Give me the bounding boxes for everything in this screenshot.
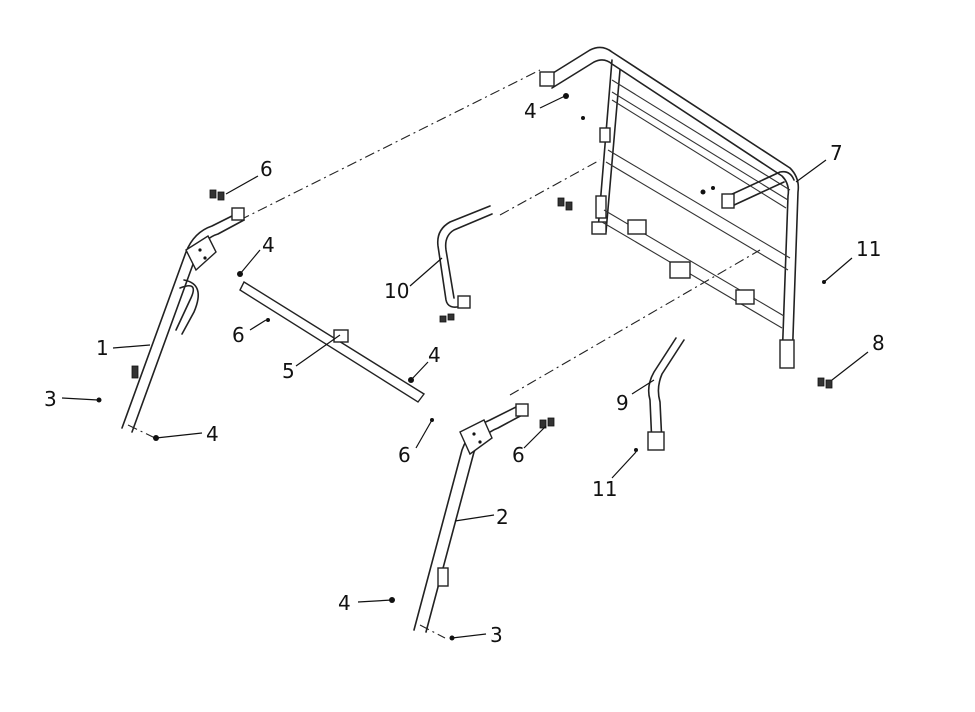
callout-labels: 1 2 3 3 4 4 4 4 4 5 6 6 6 6 7 8 9 10 11 … — [44, 99, 885, 647]
grab-handle-part — [436, 205, 493, 323]
rear-frame-part — [539, 46, 800, 369]
callout-9: 9 — [616, 391, 629, 415]
callout-11-bottom: 11 — [592, 477, 617, 501]
callout-6-left: 6 — [232, 323, 245, 347]
callout-2: 2 — [496, 505, 509, 529]
callout-4-top: 4 — [524, 99, 537, 123]
cross-bar-part — [239, 280, 426, 403]
hardware-parts — [209, 189, 833, 452]
callout-7: 7 — [830, 141, 843, 165]
callout-5: 5 — [282, 359, 295, 383]
left-front-pillar-part — [121, 207, 245, 433]
callout-3-bottom: 3 — [490, 623, 503, 647]
callout-4-crossbar-right: 4 — [428, 343, 441, 367]
callout-6-mid: 6 — [512, 443, 525, 467]
callout-1: 1 — [96, 336, 109, 360]
callout-6-right: 6 — [398, 443, 411, 467]
callout-4-crossbar-top: 4 — [262, 233, 275, 257]
small-handle-part — [647, 337, 685, 451]
callout-4-bottom: 4 — [338, 591, 351, 615]
callout-10: 10 — [384, 279, 409, 303]
callout-11-right: 11 — [856, 237, 881, 261]
callout-8: 8 — [872, 331, 885, 355]
assembly-guide-lines — [127, 69, 761, 639]
callout-4-left: 4 — [206, 422, 219, 446]
callout-6-top: 6 — [260, 157, 273, 181]
callout-3-left: 3 — [44, 387, 57, 411]
right-front-pillar-part — [413, 403, 529, 633]
callout-leaders — [61, 93, 869, 641]
